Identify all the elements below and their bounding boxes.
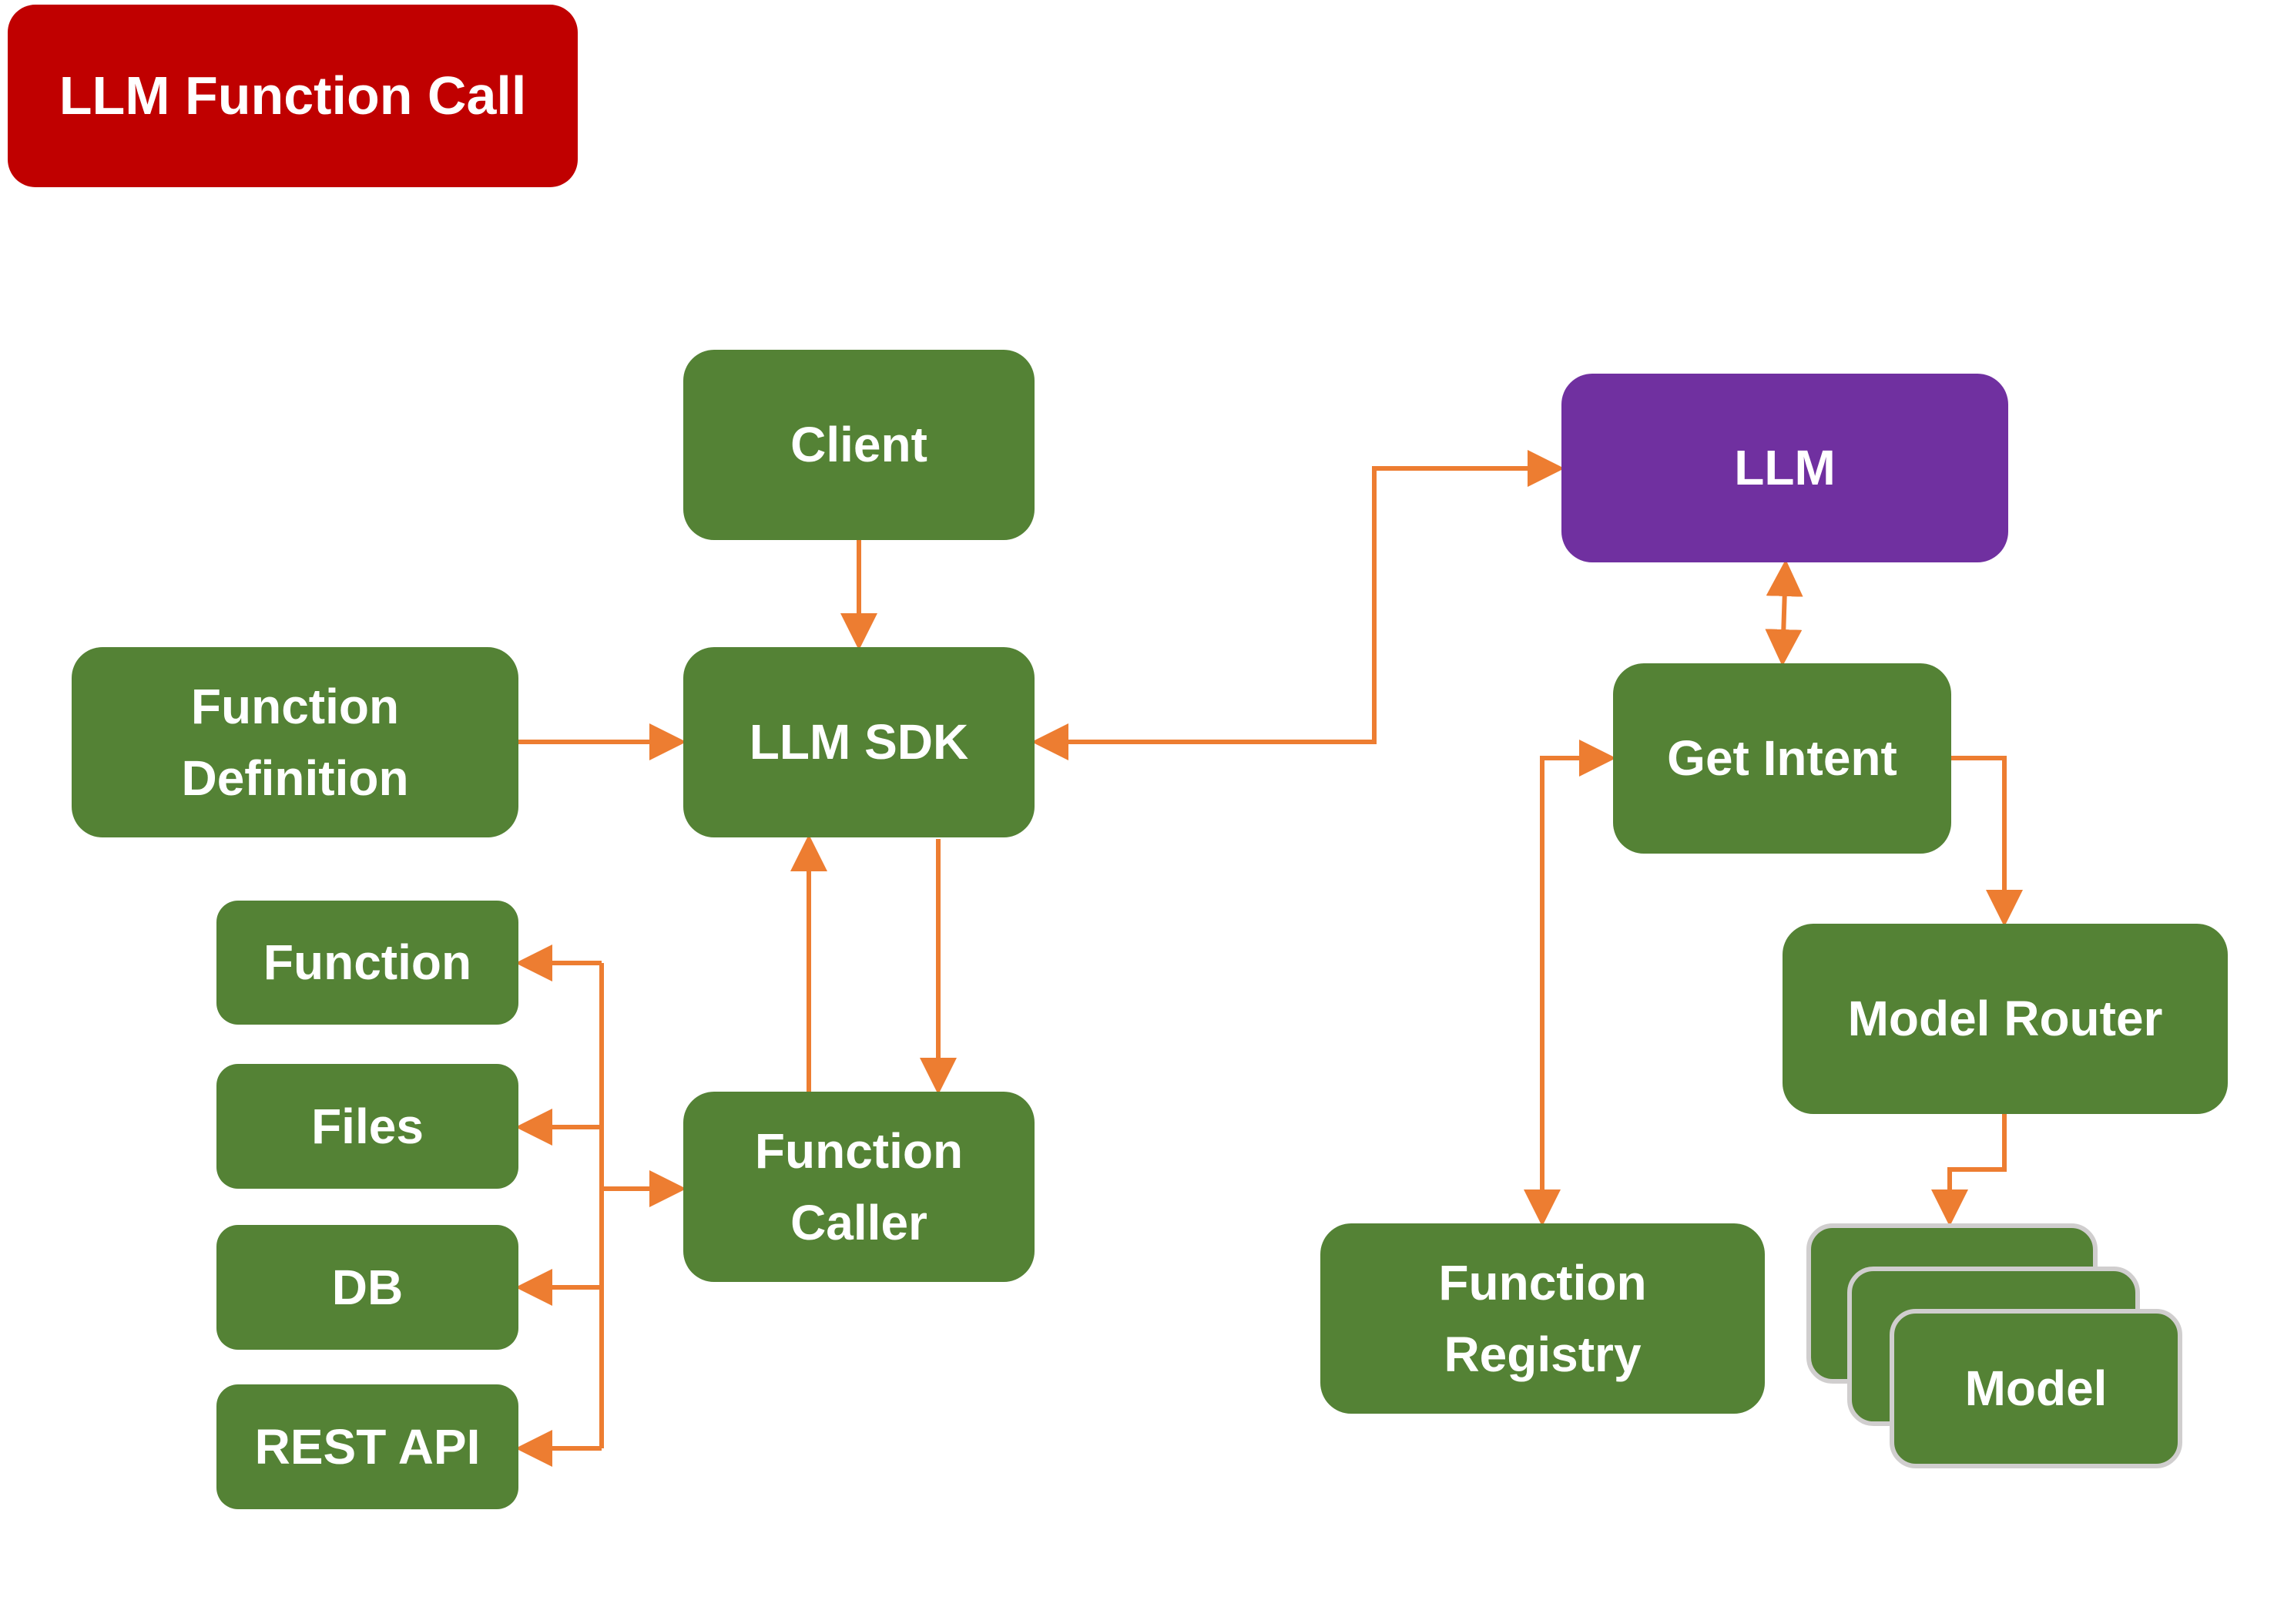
node-client-label: Client [790,417,927,473]
node-get-intent-label: Get Intent [1667,730,1897,787]
node-function-registry: Function Registry [1320,1223,1765,1414]
node-llm-sdk: LLM SDK [683,647,1035,837]
node-db: DB [216,1225,518,1350]
node-get-intent: Get Intent [1613,663,1951,854]
node-rest-api-label: REST API [254,1418,481,1475]
node-function-definition: Function Definition [72,647,518,837]
node-files: Files [216,1064,518,1189]
edge-registry-getintent [1524,740,1616,1226]
node-function-label: Function [263,934,472,991]
node-function: Function [216,901,518,1025]
node-llm: LLM [1561,374,2008,562]
edge-router-to-model [1931,1114,2007,1226]
node-llm-label: LLM [1734,440,1836,496]
node-files-label: Files [311,1098,424,1154]
edge-llm-getintent [1765,559,1803,666]
node-model-label: Model [1964,1361,2108,1417]
node-client: Client [683,350,1035,540]
diagram-title: LLM Function Call [8,5,578,187]
node-model-router-label: Model Router [1847,991,2163,1047]
edge-sdk-llm [1031,450,1565,760]
node-function-registry-label: Function Registry [1438,1254,1647,1382]
diagram-title-text: LLM Function Call [59,65,527,126]
node-db-label: DB [331,1259,404,1315]
edge-getintent-to-router [1951,756,2023,927]
node-model: Model [1890,1309,2182,1468]
node-function-definition-label: Function Definition [181,678,409,806]
node-function-caller-label: Function Caller [754,1122,964,1250]
node-function-caller: Function Caller [683,1092,1035,1282]
node-model-router: Model Router [1783,924,2228,1114]
node-llm-sdk-label: LLM SDK [749,714,969,770]
node-rest-api: REST API [216,1384,518,1509]
